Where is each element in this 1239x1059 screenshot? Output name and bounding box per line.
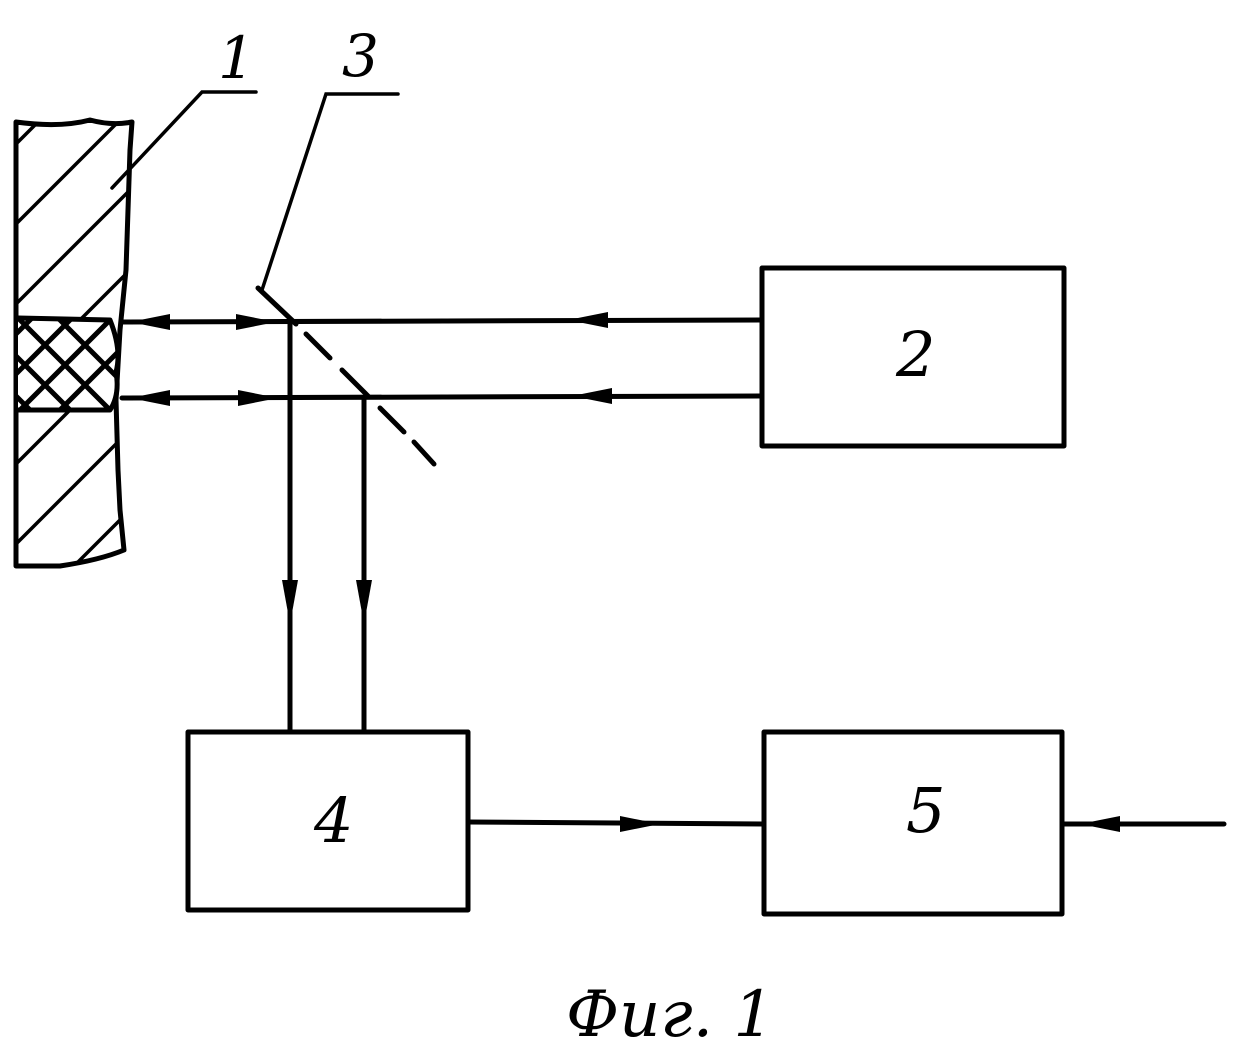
box-4-label: 4: [313, 784, 353, 857]
lower-beam: [122, 388, 762, 406]
upper-beam-arrow-at-object: [130, 314, 170, 330]
ref-1-label: 1: [218, 24, 255, 92]
mirror-3: [258, 288, 434, 464]
lower-beam-arrow-at-object: [130, 390, 170, 406]
box-2: 2: [762, 268, 1064, 446]
upper-beam-arrow-at-mirror: [236, 314, 276, 330]
link-4-to-5-arrow: [620, 816, 660, 832]
lower-beam-arrow-right-box: [572, 388, 612, 404]
ref-3-leader: 3: [262, 22, 398, 290]
box-2-label: 2: [895, 318, 935, 391]
object-1: [0, 0, 220, 760]
box-4: 4: [188, 732, 468, 910]
ref-3-label: 3: [342, 22, 379, 90]
lower-beam-arrow-mid: [238, 390, 278, 406]
reflected-beam-2-arrow: [356, 580, 372, 624]
upper-beam: [122, 312, 762, 330]
upper-beam-arrow-right-box: [568, 312, 608, 328]
input-to-5-arrow: [1080, 816, 1120, 832]
ref-1-leader: 1: [112, 24, 256, 188]
reflected-beam-1-arrow: [282, 580, 298, 624]
weld-zone: [0, 250, 160, 480]
box-5: 5: [764, 732, 1062, 914]
input-to-5: [1062, 816, 1224, 832]
figure-caption: Фиг. 1: [566, 978, 774, 1052]
box-5-label: 5: [906, 774, 945, 847]
link-4-to-5: [468, 816, 764, 832]
